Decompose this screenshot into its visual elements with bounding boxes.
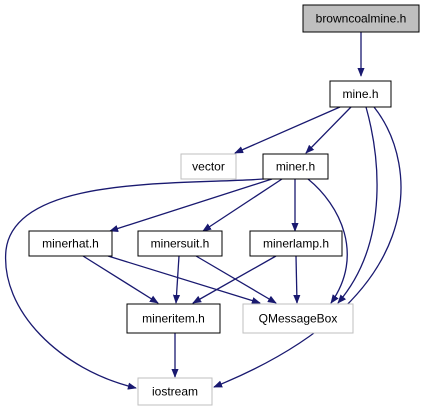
node-mineritem[interactable]: mineritem.h	[126, 303, 221, 334]
edge-mine-to-qmessagebox	[337, 106, 378, 304]
node-browncoalmine[interactable]: browncoalmine.h	[302, 4, 420, 33]
node-label: browncoalmine.h	[316, 12, 407, 26]
edge-miner-to-minerhat	[109, 178, 273, 232]
edge-minerhat-to-qmessagebox	[107, 255, 261, 305]
node-label: minerhat.h	[42, 237, 99, 251]
node-label: minersuit.h	[151, 237, 210, 251]
edge-minerlamp-to-qmessagebox	[293, 255, 301, 304]
edge-miner-to-qmessagebox	[307, 178, 348, 304]
edge-minerhat-to-mineritem	[82, 255, 159, 304]
node-label: mineritem.h	[142, 312, 205, 326]
node-label: QMessageBox	[259, 312, 338, 326]
node-iostream: iostream	[137, 377, 213, 406]
node-label: minerlamp.h	[263, 237, 329, 251]
node-label: iostream	[152, 385, 198, 399]
node-minersuit[interactable]: minersuit.h	[137, 230, 223, 257]
edge-mine-to-miner	[305, 106, 352, 154]
edge-mine-to-vector	[234, 106, 341, 154]
node-label: vector	[192, 160, 225, 174]
edges	[5, 32, 402, 390]
node-qmessagebox: QMessageBox	[242, 303, 354, 334]
node-vector: vector	[180, 153, 237, 180]
edge-minersuit-to-qmessagebox	[195, 255, 277, 304]
node-label: miner.h	[276, 160, 315, 174]
node-minerlamp[interactable]: minerlamp.h	[249, 230, 343, 257]
edge-minerlamp-to-mineritem	[192, 255, 277, 304]
edge-mine-to-iostream	[213, 106, 402, 388]
node-miner[interactable]: miner.h	[262, 153, 329, 180]
node-mine[interactable]: mine.h	[329, 80, 392, 108]
node-label: mine.h	[342, 87, 378, 101]
node-minerhat[interactable]: minerhat.h	[28, 230, 113, 257]
edge-minersuit-to-mineritem	[172, 255, 181, 304]
edge-miner-to-iostream	[5, 178, 265, 390]
edge-miner-to-minersuit	[202, 178, 283, 232]
